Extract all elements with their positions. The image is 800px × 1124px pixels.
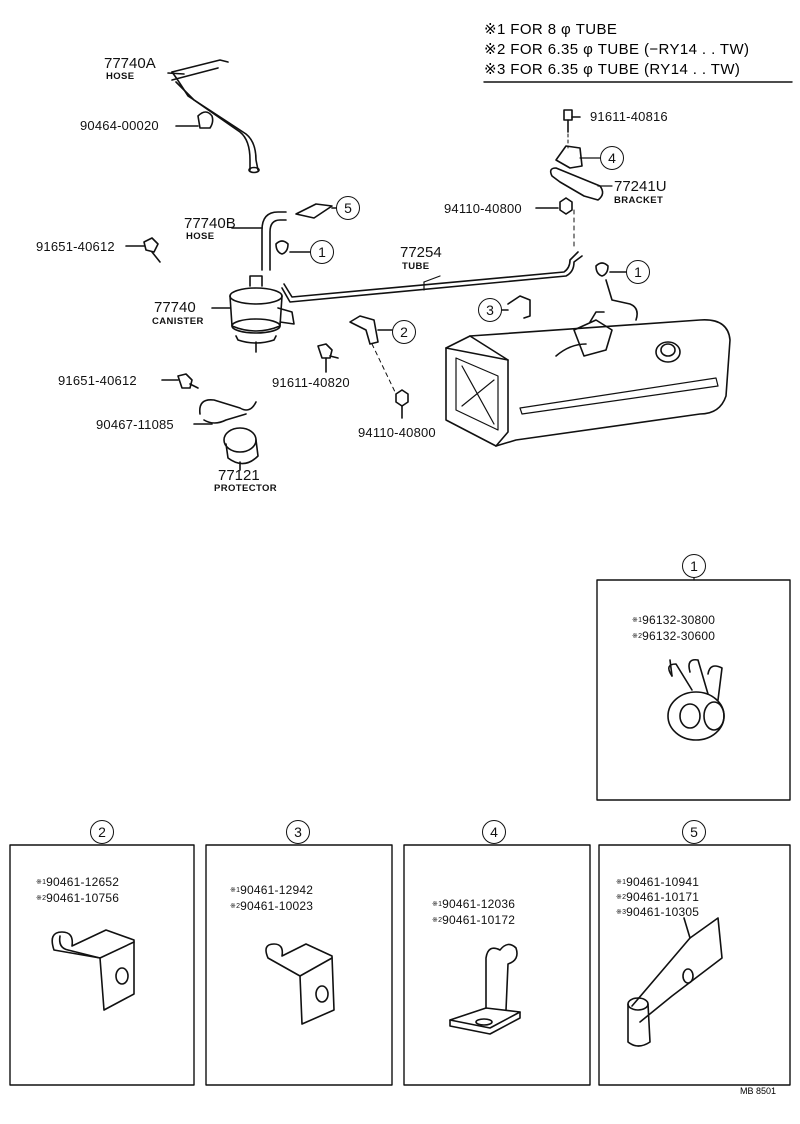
detail-box-5-frame [598, 844, 791, 1086]
detail-4-clip-shape [449, 943, 521, 1035]
detail-box-4-frame [403, 844, 591, 1086]
protector-shape [193, 398, 259, 471]
clip-5-shape [295, 203, 339, 219]
nut-94110-top-number: 94110-40800 [444, 201, 522, 216]
hose-77740b-shape [231, 211, 287, 271]
bolt-91651-mid-number: 91651-40612 [58, 373, 137, 388]
note-3: ※3 FOR 6.35 φ TUBE (RY14 . . TW) [484, 61, 741, 78]
hose-77740a-shape [167, 59, 260, 174]
detail-1-number: 1 [682, 554, 706, 578]
bracket-77241u-name: BRACKET [614, 195, 664, 206]
clamp-1-tube-shape [595, 262, 638, 321]
bolt-91651-top-shape [125, 237, 161, 263]
notes-block: ※1 FOR 8 φ TUBE ※2 FOR 6.35 φ TUBE (−RY1… [484, 20, 749, 80]
detail-box-3-frame [205, 844, 393, 1086]
drawing-code: MB 8501 [740, 1086, 777, 1096]
bolt-91611-40816-number: 91611-40816 [590, 109, 668, 124]
bracket-77241u-number: 77241U [614, 178, 667, 195]
fuel-tank-shape [445, 311, 731, 447]
detail-3-number: 3 [286, 820, 310, 844]
detail-4-number: 4 [482, 820, 506, 844]
tube-77254-number: 77254 [400, 244, 442, 261]
bracket-77241u-shape [549, 145, 613, 201]
hose-77740b-name: HOSE [186, 231, 215, 242]
detail-2-clip-shape [51, 929, 135, 1011]
note-1: ※1 FOR 8 φ TUBE [484, 21, 618, 38]
hose-77740b-number: 77740B [184, 215, 236, 232]
detail-5-line-3: ※390461-10305 [616, 905, 700, 919]
detail-3-line-2: ※290461-10023 [230, 899, 314, 913]
detail-2-number: 2 [90, 820, 114, 844]
nut-94110-top-shape [535, 197, 573, 215]
callout-2: 2 [392, 320, 416, 344]
bolt-91611-top-shape [563, 109, 581, 149]
bolt-91611-40820-number: 91611-40820 [272, 375, 350, 390]
detail-5-number: 5 [682, 820, 706, 844]
canister-name: CANISTER [152, 316, 204, 327]
detail-1-line-1: ※196132-30800 [632, 613, 716, 627]
clamp-90464-number: 90464-00020 [80, 118, 159, 133]
canister-number: 77740 [154, 299, 196, 316]
detail-4-line-1: ※190461-12036 [432, 897, 516, 911]
detail-1-clamp-shape [667, 658, 725, 741]
canister-shape [211, 275, 295, 353]
protector-name: PROTECTOR [214, 483, 278, 494]
callout-1-tube: 1 [626, 260, 650, 284]
nut-94110-bot-shape [395, 389, 409, 419]
callout-1-hose: 1 [310, 240, 334, 264]
detail-2-line-2: ※290461-10756 [36, 891, 120, 905]
bolt-91611-mid-shape [317, 343, 339, 373]
detail-5-line-2: ※290461-10171 [616, 890, 700, 904]
clamp-90464-shape [175, 111, 214, 129]
detail-5-line-1: ※190461-10941 [616, 875, 700, 889]
callout-4: 4 [600, 146, 624, 170]
detail-5-clip-shape [627, 917, 723, 1047]
detail-box-2-frame [9, 844, 195, 1086]
tube-77254-name: TUBE [402, 261, 430, 272]
detail-1-line-2: ※296132-30600 [632, 629, 716, 643]
clamp-1-hose-shape [275, 240, 311, 255]
callout-5: 5 [336, 196, 360, 220]
tube-77254-shape [281, 251, 583, 303]
note-2: ※2 FOR 6.35 φ TUBE (−RY14 . . TW) [484, 41, 750, 58]
hose-77740a-number: 77740A [104, 55, 156, 72]
bolt-91651-mid-shape [161, 373, 199, 389]
detail-3-clip-shape [265, 943, 335, 1025]
bolt-91651-top-number: 91651-40612 [36, 239, 115, 254]
nut-94110-bot-number: 94110-40800 [358, 425, 436, 440]
callout-3: 3 [478, 298, 502, 322]
protector-number: 77121 [218, 467, 260, 484]
detail-4-line-2: ※290461-10172 [432, 913, 516, 927]
clip-3-shape [499, 295, 531, 319]
hose-77740a-name: HOSE [106, 71, 135, 82]
detail-3-line-1: ※190461-12942 [230, 883, 314, 897]
clamp-90467-number: 90467-11085 [96, 417, 174, 432]
clip-2-shape [349, 315, 397, 395]
detail-2-line-1: ※190461-12652 [36, 875, 120, 889]
